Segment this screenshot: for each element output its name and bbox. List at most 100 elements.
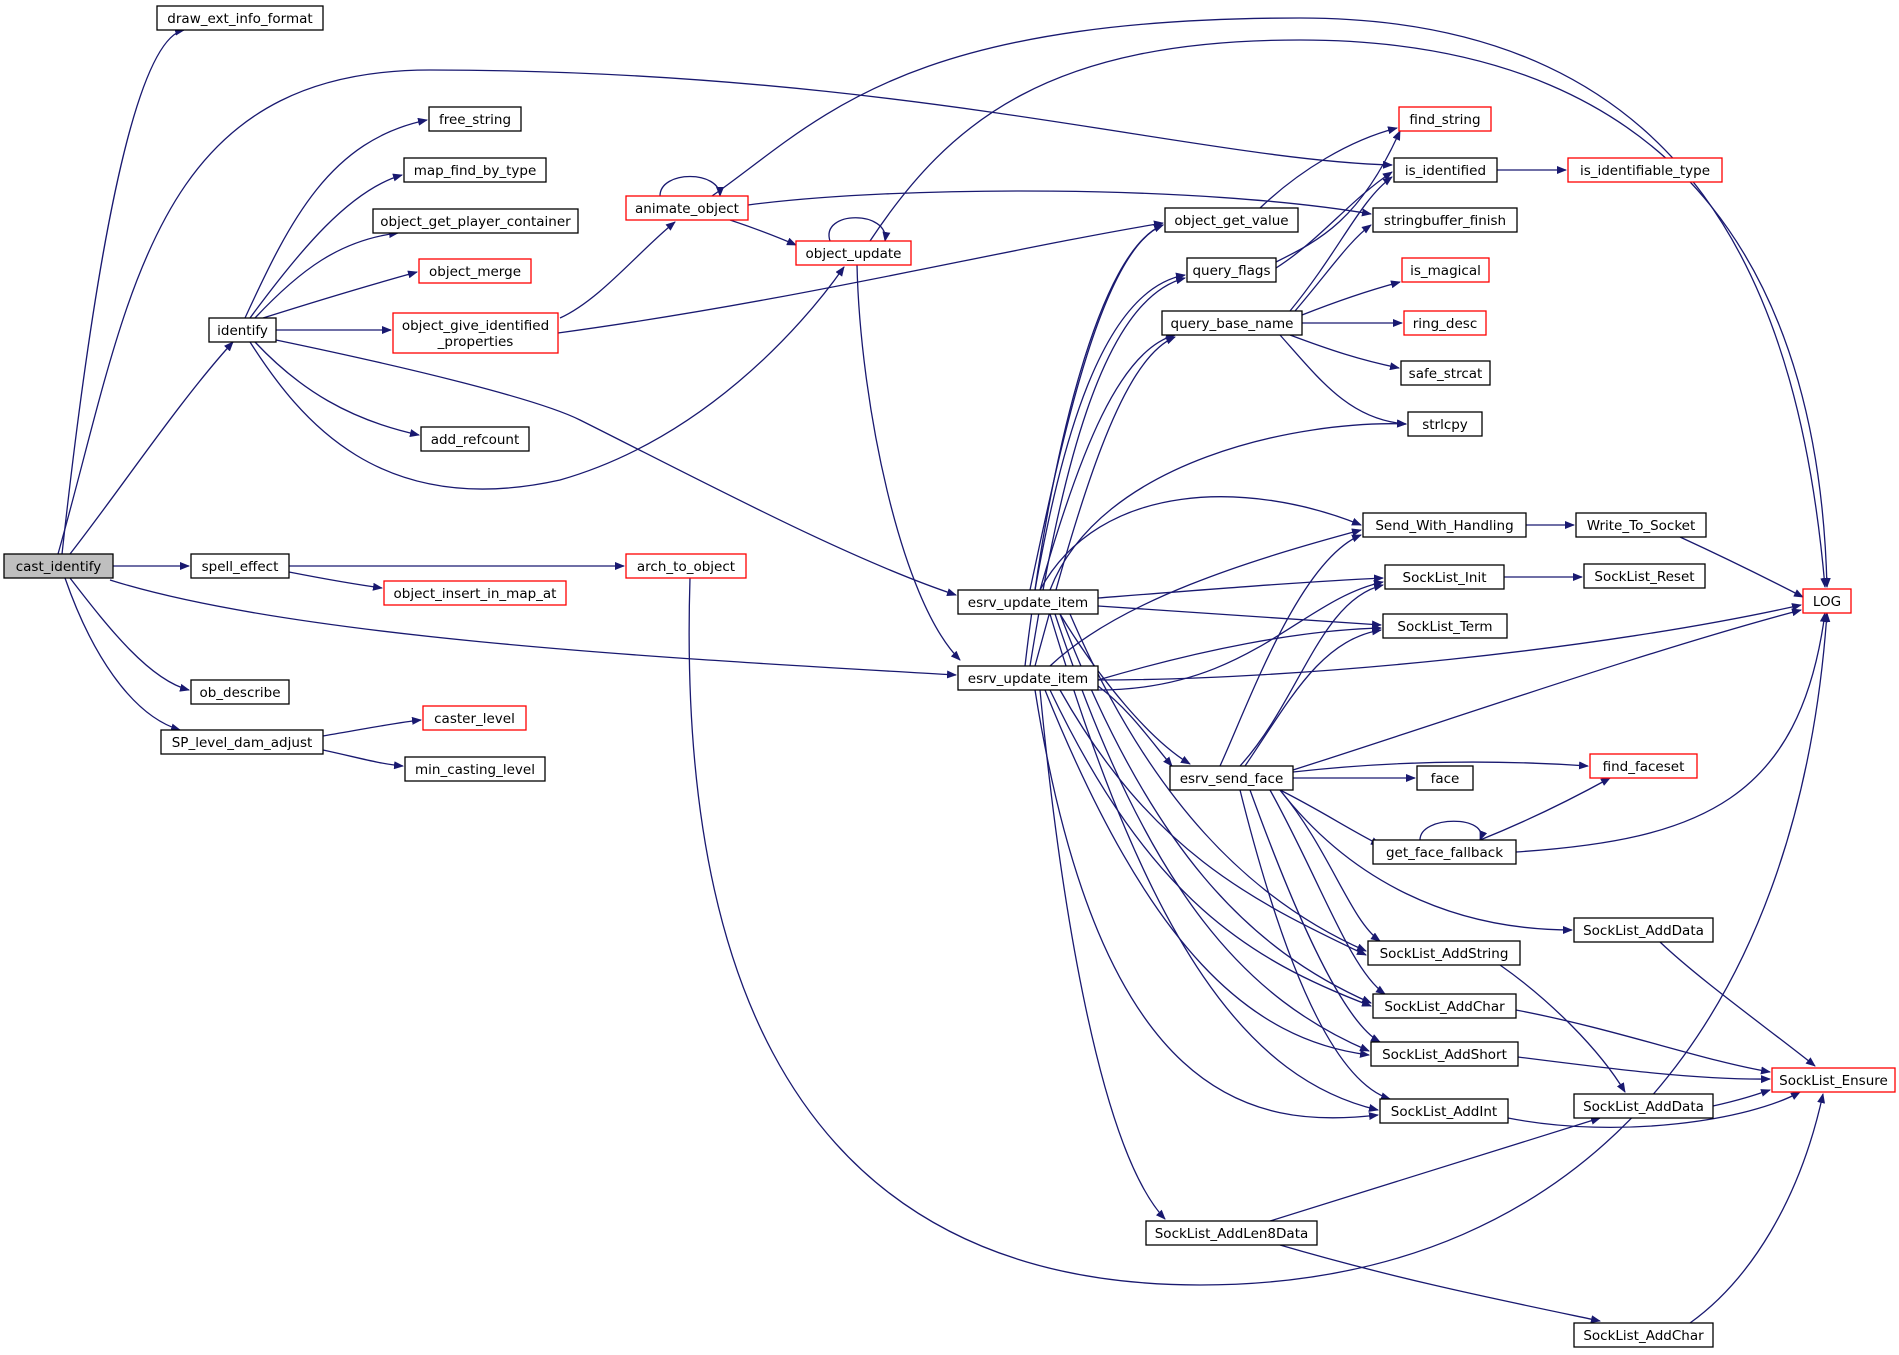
node-is-identifiable-type[interactable]: is_identifiable_type (1567, 157, 1723, 183)
node-cast-identify[interactable]: cast_identify (3, 553, 114, 579)
node-animate-object[interactable]: animate_object (625, 195, 749, 221)
node-face[interactable]: face (1416, 765, 1474, 791)
node-get-face-fallback[interactable]: get_face_fallback (1372, 839, 1517, 865)
node-SockList-AddData-1[interactable]: SockList_AddData (1573, 917, 1714, 943)
node-SockList-AddData-2[interactable]: SockList_AddData (1573, 1093, 1714, 1119)
node-object-insert-in-map-at[interactable]: object_insert_in_map_at (383, 580, 567, 606)
node-label: get_face_fallback (1386, 845, 1503, 861)
edge-animate_object-to-LOG (711, 17, 1829, 588)
node-box (1379, 1098, 1509, 1124)
edge-identify-to-add_refcount (254, 341, 420, 437)
edge-query_base_name-to-safe_strcat (1289, 334, 1400, 371)
node-SockList-AddChar-2[interactable]: SockList_AddChar (1573, 1322, 1714, 1348)
node-query-flags[interactable]: query_flags (1186, 257, 1277, 283)
node-ob-describe[interactable]: ob_describe (190, 679, 290, 705)
edge-esrv_send_face-to-get_face_fallback (1279, 789, 1381, 846)
node-object-update[interactable]: object_update (795, 240, 912, 266)
node-SockList-Init[interactable]: SockList_Init (1384, 564, 1505, 590)
node-box (625, 195, 749, 221)
node-box (1403, 310, 1487, 336)
node-add-refcount[interactable]: add_refcount (420, 426, 530, 452)
nodes-layer: cast_identify draw_ext_info_formatidentif… (3, 5, 1896, 1348)
node-strlcpy[interactable]: strlcpy (1407, 411, 1483, 437)
node-is-magical[interactable]: is_magical (1401, 257, 1490, 283)
node-box (3, 553, 114, 579)
node-label: SockList_AddLen8Data (1155, 1226, 1309, 1242)
node-esrv-send-face[interactable]: esrv_send_face (1169, 765, 1294, 791)
node-LOG[interactable]: LOG (1802, 588, 1852, 614)
edge-esrv_send_face-to-SockList_Init (1239, 583, 1384, 767)
node-is-identified[interactable]: is_identified (1393, 157, 1498, 183)
node-box (392, 312, 559, 354)
node-SockList-AddInt[interactable]: SockList_AddInt (1379, 1098, 1509, 1124)
node-box (372, 208, 579, 234)
node-box (1575, 512, 1707, 538)
node-label: object_update (806, 246, 902, 262)
node-box (1393, 157, 1498, 183)
node-box (1164, 207, 1299, 233)
node-SockList-Ensure[interactable]: SockList_Ensure (1771, 1067, 1896, 1093)
edge-Write_To_Socket-to-LOG (1679, 536, 1804, 598)
node-label: add_refcount (431, 432, 520, 448)
node-find-faceset[interactable]: find_faceset (1589, 753, 1698, 779)
node-label: animate_object (635, 201, 739, 217)
node-identify[interactable]: identify (208, 317, 277, 343)
node-box (1398, 106, 1492, 132)
node-Send-With-Handling[interactable]: Send_With_Handling (1362, 512, 1527, 538)
node-label: stringbuffer_finish (1384, 213, 1506, 229)
edge-esrv_update_item_2-to-SockList_AddInt (1034, 689, 1379, 1121)
node-draw-ext-info-format[interactable]: draw_ext_info_format (156, 5, 324, 31)
node-label: safe_strcat (1409, 366, 1483, 382)
node-query-base-name[interactable]: query_base_name (1161, 310, 1303, 336)
node-label: Send_With_Handling (1375, 518, 1513, 534)
edges-layer (57, 17, 1831, 1324)
node-spell-effect[interactable]: spell_effect (190, 553, 290, 579)
node-caster-level[interactable]: caster_level (422, 705, 527, 731)
node-box (1372, 993, 1517, 1019)
node-SockList-AddShort[interactable]: SockList_AddShort (1370, 1041, 1519, 1067)
edge-identify-to-esrv_update_item_1 (275, 339, 957, 596)
node-box (1382, 613, 1508, 639)
node-object-get-value[interactable]: object_get_value (1164, 207, 1299, 233)
node-SockList-Term[interactable]: SockList_Term (1382, 613, 1508, 639)
node-SP-level-dam-adjust[interactable]: SP_level_dam_adjust (160, 729, 324, 755)
node-label: is_identifiable_type (1580, 163, 1710, 179)
edge-object_update-to-esrv_update_item_2 (856, 264, 961, 661)
node-ring-desc[interactable]: ring_desc (1403, 310, 1487, 336)
edge-esrv_send_face-to-SockList_Term (1244, 627, 1382, 767)
node-label: SockList_AddChar (1384, 999, 1505, 1015)
node-box (1145, 1220, 1318, 1246)
node-find-string[interactable]: find_string (1398, 106, 1492, 132)
node-arch-to-object[interactable]: arch_to_object (625, 553, 747, 579)
edge-query_base_name-to-is_magical (1301, 280, 1401, 316)
edge-cast_identify-to-draw_ext_info_format (61, 27, 185, 555)
node-SockList-Reset[interactable]: SockList_Reset (1583, 563, 1706, 589)
node-label: SockList_AddInt (1391, 1104, 1497, 1120)
node-box (957, 589, 1099, 615)
node-esrv-update-item-1[interactable]: esrv_update_item (957, 589, 1099, 615)
node-box (957, 665, 1099, 691)
node-stringbuffer-finish[interactable]: stringbuffer_finish (1372, 207, 1518, 233)
node-safe-strcat[interactable]: safe_strcat (1400, 360, 1491, 386)
edge-identify-to-map_find_by_type (249, 173, 403, 319)
node-label: spell_effect (202, 559, 279, 575)
node-map-find-by-type[interactable]: map_find_by_type (403, 157, 547, 183)
edge-identify-to-free_string (244, 117, 428, 319)
node-label: object_get_player_container (380, 214, 571, 230)
node-SockList-AddLen8Data[interactable]: SockList_AddLen8Data (1145, 1220, 1318, 1246)
node-free-string[interactable]: free_string (428, 106, 522, 132)
node-esrv-update-item-2[interactable]: esrv_update_item (957, 665, 1099, 691)
node-Write-To-Socket[interactable]: Write_To_Socket (1575, 512, 1707, 538)
node-object-give-identified-properties[interactable]: object_give_identified_properties (392, 312, 559, 354)
node-SockList-AddString[interactable]: SockList_AddString (1367, 940, 1521, 966)
edge-object_give_identified_properties-to-object_get_value (557, 220, 1164, 334)
edge-esrv_send_face-to-SockList_AddString (1279, 789, 1381, 942)
node-object-merge[interactable]: object_merge (418, 258, 532, 284)
node-label: SockList_AddData (1583, 923, 1704, 939)
node-min-casting-level[interactable]: min_casting_level (404, 756, 546, 782)
node-object-get-player-container[interactable]: object_get_player_container (372, 208, 579, 234)
node-box (1583, 563, 1706, 589)
edge-esrv_send_face-to-SockList_AddShort (1249, 789, 1381, 1043)
edge-esrv_update_item_2-to-SockList_Init (1097, 580, 1384, 691)
node-SockList-AddChar[interactable]: SockList_AddChar (1372, 993, 1517, 1019)
